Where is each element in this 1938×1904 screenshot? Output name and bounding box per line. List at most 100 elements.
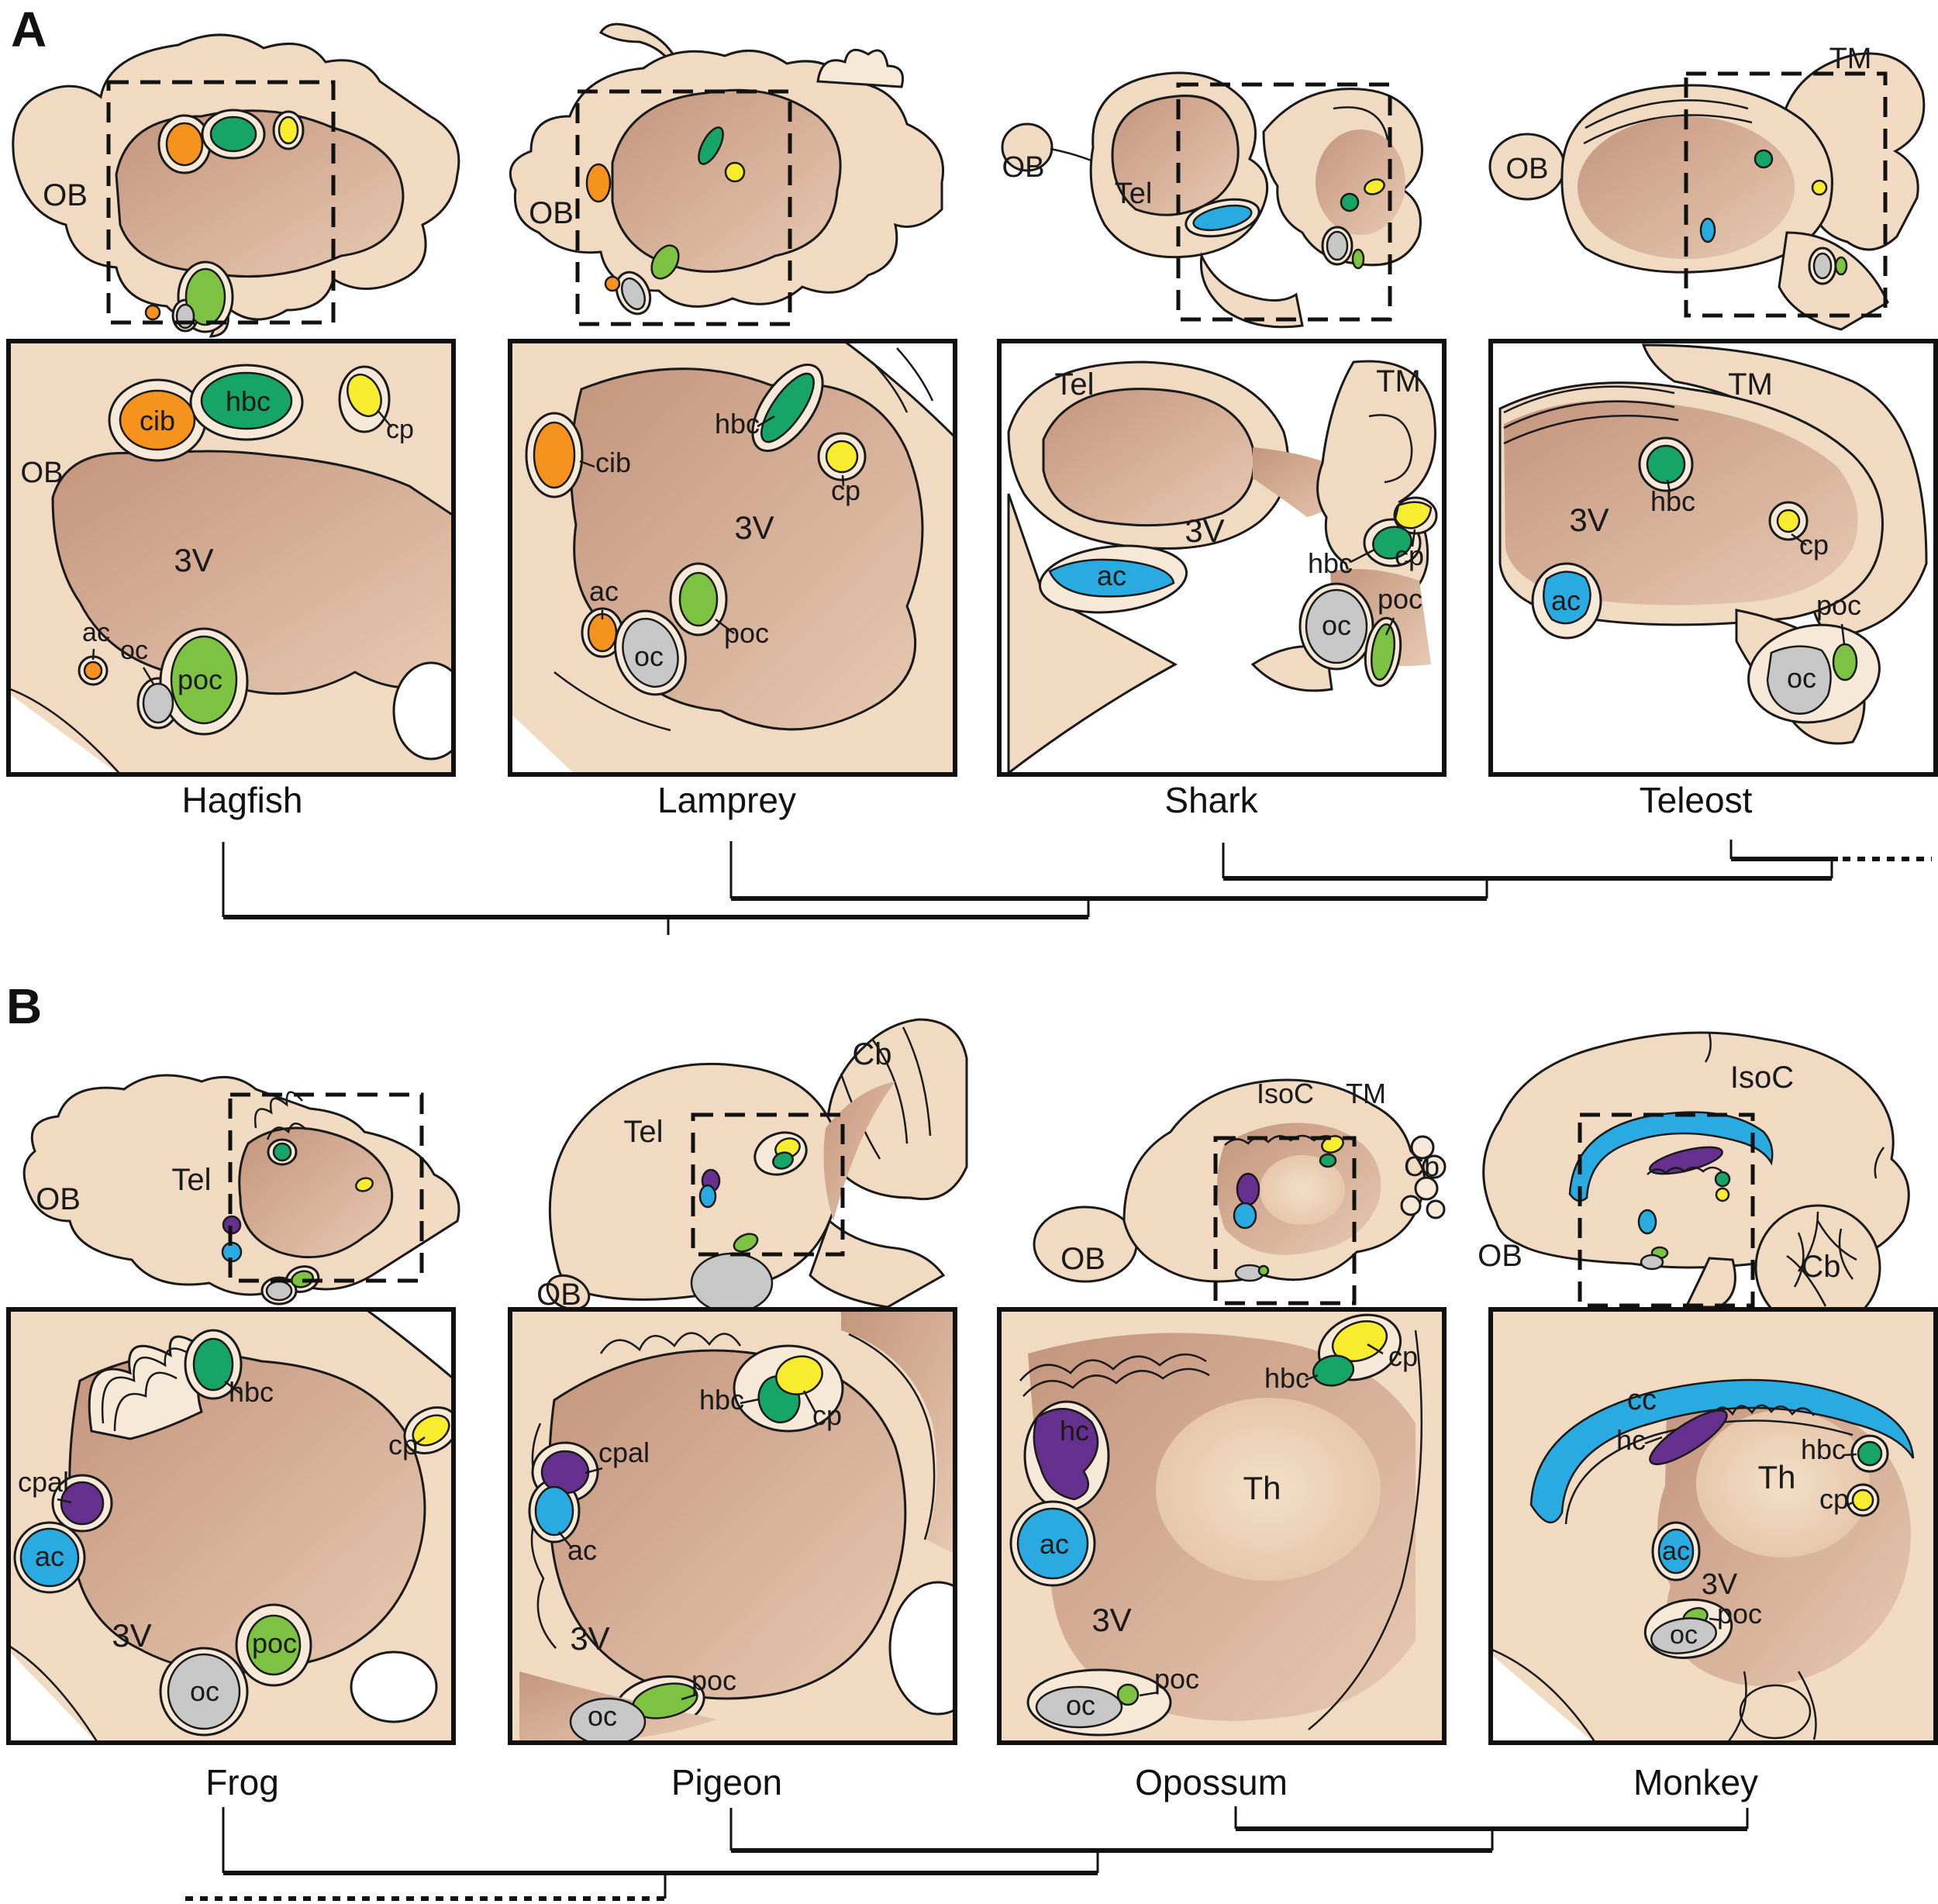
zoom-region-box [1176, 82, 1392, 322]
label-hbc: hbc [715, 408, 760, 440]
ac-blob [1016, 1507, 1089, 1580]
hc-blob [1236, 1172, 1260, 1206]
label-oc: oc [190, 1675, 219, 1707]
label-OB: OB [43, 178, 88, 212]
label-TM: TM [1829, 43, 1872, 75]
label-poc: poc [691, 1664, 736, 1696]
label-3V: 3V [1569, 502, 1609, 538]
hbc-blob [760, 372, 815, 443]
label-ac: ac [567, 1534, 597, 1566]
label-hbc: hbc [1650, 485, 1695, 517]
panel-b-label: B [6, 978, 43, 1034]
ac-blob [1233, 1202, 1257, 1230]
label-3V: 3V [1185, 512, 1224, 549]
poc-blob [678, 571, 719, 627]
label-ac: ac [1662, 1537, 1690, 1566]
ac-blob [1192, 204, 1253, 232]
label-Cb: Cb [852, 1037, 891, 1071]
hbc-blob [272, 1142, 292, 1162]
hc-blob [1033, 1408, 1099, 1501]
oc-blob [1305, 588, 1368, 664]
label-cp: cp [386, 415, 414, 444]
hbc-blob [1646, 444, 1686, 485]
cib-blob [165, 122, 204, 167]
cp-blob [724, 161, 746, 183]
leader-line-ac [91, 648, 95, 661]
label-cp: cp [1799, 529, 1829, 561]
label-3V: 3V [570, 1620, 609, 1657]
leader-line-poc [1840, 623, 1846, 645]
label-OB: OB [1506, 153, 1549, 185]
label-IsoC: IsoC [1730, 1061, 1794, 1095]
label-OB: OB [529, 196, 574, 230]
zoom-region-box [1578, 1112, 1755, 1307]
poc-blob [1116, 1683, 1140, 1706]
cp-blob [775, 1355, 823, 1395]
poc-blob [1371, 623, 1395, 681]
oc-blob [1766, 645, 1832, 715]
species-name-shark: Shark [1164, 780, 1258, 820]
poc-blob [733, 1233, 759, 1253]
ac-blob [1048, 558, 1175, 598]
label-oc: oc [120, 636, 148, 665]
inset-frame [508, 1307, 957, 1745]
label-Tel: Tel [1115, 178, 1153, 210]
cp-blob [355, 1177, 374, 1192]
label-TM: TM [1346, 1078, 1386, 1109]
inset-frame [1488, 1307, 1938, 1745]
zoom-region-box [1684, 71, 1888, 318]
hc-blob [1649, 1409, 1728, 1465]
label-TM: TM [1728, 367, 1773, 402]
label-cp: cp [812, 1399, 842, 1431]
brain-outline [1488, 52, 1926, 331]
label-ac: ac [1097, 560, 1126, 592]
oc-blob [622, 617, 679, 688]
hbc-blob [1714, 1171, 1731, 1188]
leader-line-cpal [585, 1467, 603, 1475]
cp-blob [1811, 179, 1828, 196]
leader-line-cp [802, 1390, 818, 1415]
hbc-blob [698, 126, 724, 165]
leader-line-cp [1367, 1343, 1384, 1355]
ac-blob [83, 661, 103, 681]
zoom-region-box [575, 89, 792, 326]
zoom-region-box [106, 80, 336, 325]
leader-line-cp [1411, 529, 1416, 547]
oc-blob [265, 1280, 293, 1302]
cp-blob [1331, 1320, 1388, 1362]
inset-frame [6, 1307, 456, 1745]
label-hbc: hbc [229, 1376, 274, 1408]
label-hc: hc [1060, 1415, 1089, 1447]
label-ac: ac [589, 575, 619, 607]
label-Cb: Cb [1801, 1250, 1840, 1284]
oc-blob [1326, 230, 1349, 261]
label-hc: hc [1616, 1424, 1646, 1456]
hagfish-whole-brain: OB [12, 33, 460, 338]
label-ac: ac [1040, 1528, 1069, 1560]
leader-line-cp [377, 409, 392, 428]
label-cib: cib [140, 405, 175, 436]
label-cpal: cpal [18, 1466, 69, 1498]
label-Th: Th [1757, 1459, 1795, 1495]
oc-blob [1812, 252, 1833, 280]
label-3V: 3V [1091, 1602, 1131, 1638]
label-oc: oc [1066, 1689, 1095, 1721]
cp-blob [1394, 501, 1433, 529]
ac-blob [1699, 217, 1716, 243]
leader-line-hbc [1305, 1374, 1319, 1381]
label-cc: cc [1627, 1384, 1657, 1416]
label-poc: poc [1154, 1663, 1199, 1695]
ac-blob [1637, 1209, 1657, 1235]
label-cp: cp [388, 1429, 418, 1461]
phylogenetic-tree-b [185, 1806, 1749, 1901]
leader-line-hbc [757, 415, 775, 428]
label-oc: oc [1322, 609, 1351, 641]
cp-blob [825, 440, 859, 474]
species-name-opossum: Opossum [1135, 1762, 1288, 1802]
